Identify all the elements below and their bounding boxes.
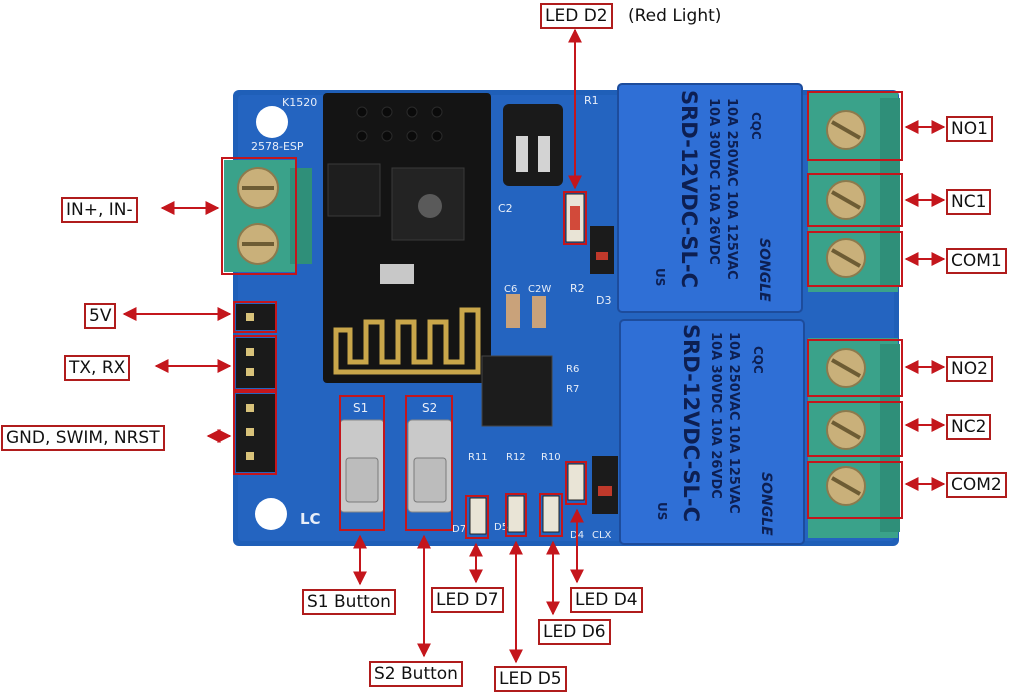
label-no2: NO2 bbox=[946, 356, 993, 382]
mounting-hole bbox=[256, 106, 288, 138]
label-com1: COM1 bbox=[946, 248, 1007, 274]
box-swim bbox=[233, 391, 277, 475]
box-d2 bbox=[563, 191, 587, 245]
relay1-rating1: 10A 250VAC 10A 125VAC bbox=[724, 98, 739, 280]
label-txrx: TX, RX bbox=[64, 355, 131, 381]
led-row: R11 R12 R10 D7 D5 D4 CLX bbox=[452, 452, 618, 541]
relay2-rating1: 10A 250VAC 10A 125VAC bbox=[726, 332, 741, 514]
relay2-brand: SONGLE bbox=[758, 472, 774, 536]
box-5v bbox=[233, 301, 277, 333]
label-in-pins: IN+, IN- bbox=[61, 197, 138, 223]
box-d7 bbox=[465, 495, 489, 539]
label-s2-button: S2 Button bbox=[369, 661, 463, 687]
box-no2 bbox=[807, 339, 903, 397]
led-d7-component bbox=[469, 497, 487, 535]
label-com2: COM2 bbox=[946, 472, 1007, 498]
box-d5 bbox=[505, 493, 527, 537]
pin-header-5v bbox=[236, 304, 276, 330]
label-nc1: NC1 bbox=[946, 189, 992, 215]
silk-r7: R7 bbox=[566, 384, 579, 395]
relay2-cqc: CQC bbox=[751, 346, 765, 374]
output-terminal-block-2 bbox=[808, 338, 900, 538]
esp-header-pins bbox=[356, 106, 443, 142]
silk-c2: C2 bbox=[498, 202, 513, 215]
silk-c6: C6 bbox=[504, 284, 517, 295]
relay2-us: US bbox=[655, 502, 669, 520]
relay-1: 10A 250VAC 10A 125VAC 10A 30VDC 10A 26VD… bbox=[617, 83, 803, 313]
smd-area-upper: D3 R2 R1 C6 C2W bbox=[504, 94, 614, 328]
box-no1 bbox=[807, 91, 903, 161]
box-txrx bbox=[233, 335, 277, 391]
silk-r12: R12 bbox=[506, 452, 526, 463]
box-com2 bbox=[807, 461, 903, 519]
label-led-d4: LED D4 bbox=[570, 587, 643, 613]
label-led-d5: LED D5 bbox=[494, 666, 567, 692]
crystal bbox=[380, 264, 414, 284]
box-s2 bbox=[405, 395, 453, 531]
silk-clx: CLX bbox=[592, 530, 612, 541]
silk-s2: S2 bbox=[422, 401, 437, 415]
box-com1 bbox=[807, 231, 903, 287]
relay1-us: US bbox=[653, 268, 667, 286]
label-nc2: NC2 bbox=[946, 414, 992, 440]
box-s1 bbox=[339, 395, 385, 531]
silk-s1: S1 bbox=[353, 401, 368, 415]
label-led-d7: LED D7 bbox=[431, 587, 504, 613]
button-s2: S2 bbox=[407, 401, 453, 513]
box-d6 bbox=[539, 493, 563, 537]
label-led-d2: LED D2 bbox=[540, 3, 613, 29]
led-d4-component bbox=[567, 463, 585, 501]
esp01-module bbox=[323, 93, 491, 383]
highlight-boxes bbox=[221, 91, 903, 539]
silk-lc: LC bbox=[300, 510, 321, 528]
relay1-brand: SONGLE bbox=[756, 238, 772, 302]
mcu-chip: R6 R7 bbox=[481, 355, 579, 427]
label-led-d6: LED D6 bbox=[538, 619, 611, 645]
label-no1: NO1 bbox=[946, 116, 993, 142]
diode-clx bbox=[592, 456, 618, 514]
button-s1: S1 bbox=[339, 401, 385, 513]
silk-r2: R2 bbox=[570, 282, 585, 295]
silk-r11: R11 bbox=[468, 452, 488, 463]
label-swim: GND, SWIM, NRST bbox=[1, 425, 165, 451]
led-d5-component bbox=[507, 495, 525, 533]
silk-k1520: K1520 bbox=[282, 96, 317, 109]
output-terminal-block-1 bbox=[808, 92, 900, 292]
relay1-cqc: CQC bbox=[749, 112, 763, 140]
label-s1-button: S1 Button bbox=[302, 589, 396, 615]
label-led-d2-note: (Red Light) bbox=[628, 6, 722, 26]
silk-d3: D3 bbox=[596, 294, 611, 307]
jumper-header: C2 bbox=[498, 104, 563, 215]
silk-d5: D5 bbox=[494, 522, 508, 533]
silk-esp-code: 2578-ESP bbox=[251, 140, 304, 153]
silk-r1: R1 bbox=[584, 94, 599, 107]
pin-header-txrx bbox=[236, 338, 276, 388]
silk-r6: R6 bbox=[566, 364, 579, 375]
mounting-hole bbox=[255, 498, 287, 530]
relay1-rating2: 10A 30VDC 10A 26VDC bbox=[706, 98, 721, 265]
relay2-model: SRD-12VDC-SL-C bbox=[679, 324, 703, 522]
box-nc2 bbox=[807, 401, 903, 457]
pcb-antenna bbox=[333, 307, 481, 375]
label-5v: 5V bbox=[84, 303, 117, 329]
diode-d3 bbox=[590, 226, 614, 274]
led-d6-component bbox=[542, 495, 560, 533]
relay-2: 10A 250VAC 10A 125VAC 10A 30VDC 10A 26VD… bbox=[619, 319, 805, 545]
pin-header-swim bbox=[236, 394, 276, 472]
relay1-model: SRD-12VDC-SL-C bbox=[677, 90, 701, 288]
callout-arrows bbox=[122, 28, 946, 664]
box-d4 bbox=[565, 461, 587, 505]
silk-c2w: C2W bbox=[528, 284, 551, 295]
silk-r10: R10 bbox=[541, 452, 561, 463]
box-in-terminal bbox=[221, 157, 297, 275]
box-nc1 bbox=[807, 173, 903, 227]
silk-d7: D7 bbox=[452, 524, 466, 535]
relay2-rating2: 10A 30VDC 10A 26VDC bbox=[708, 332, 723, 499]
input-terminal-block bbox=[224, 160, 312, 272]
flash-chip bbox=[327, 163, 381, 217]
